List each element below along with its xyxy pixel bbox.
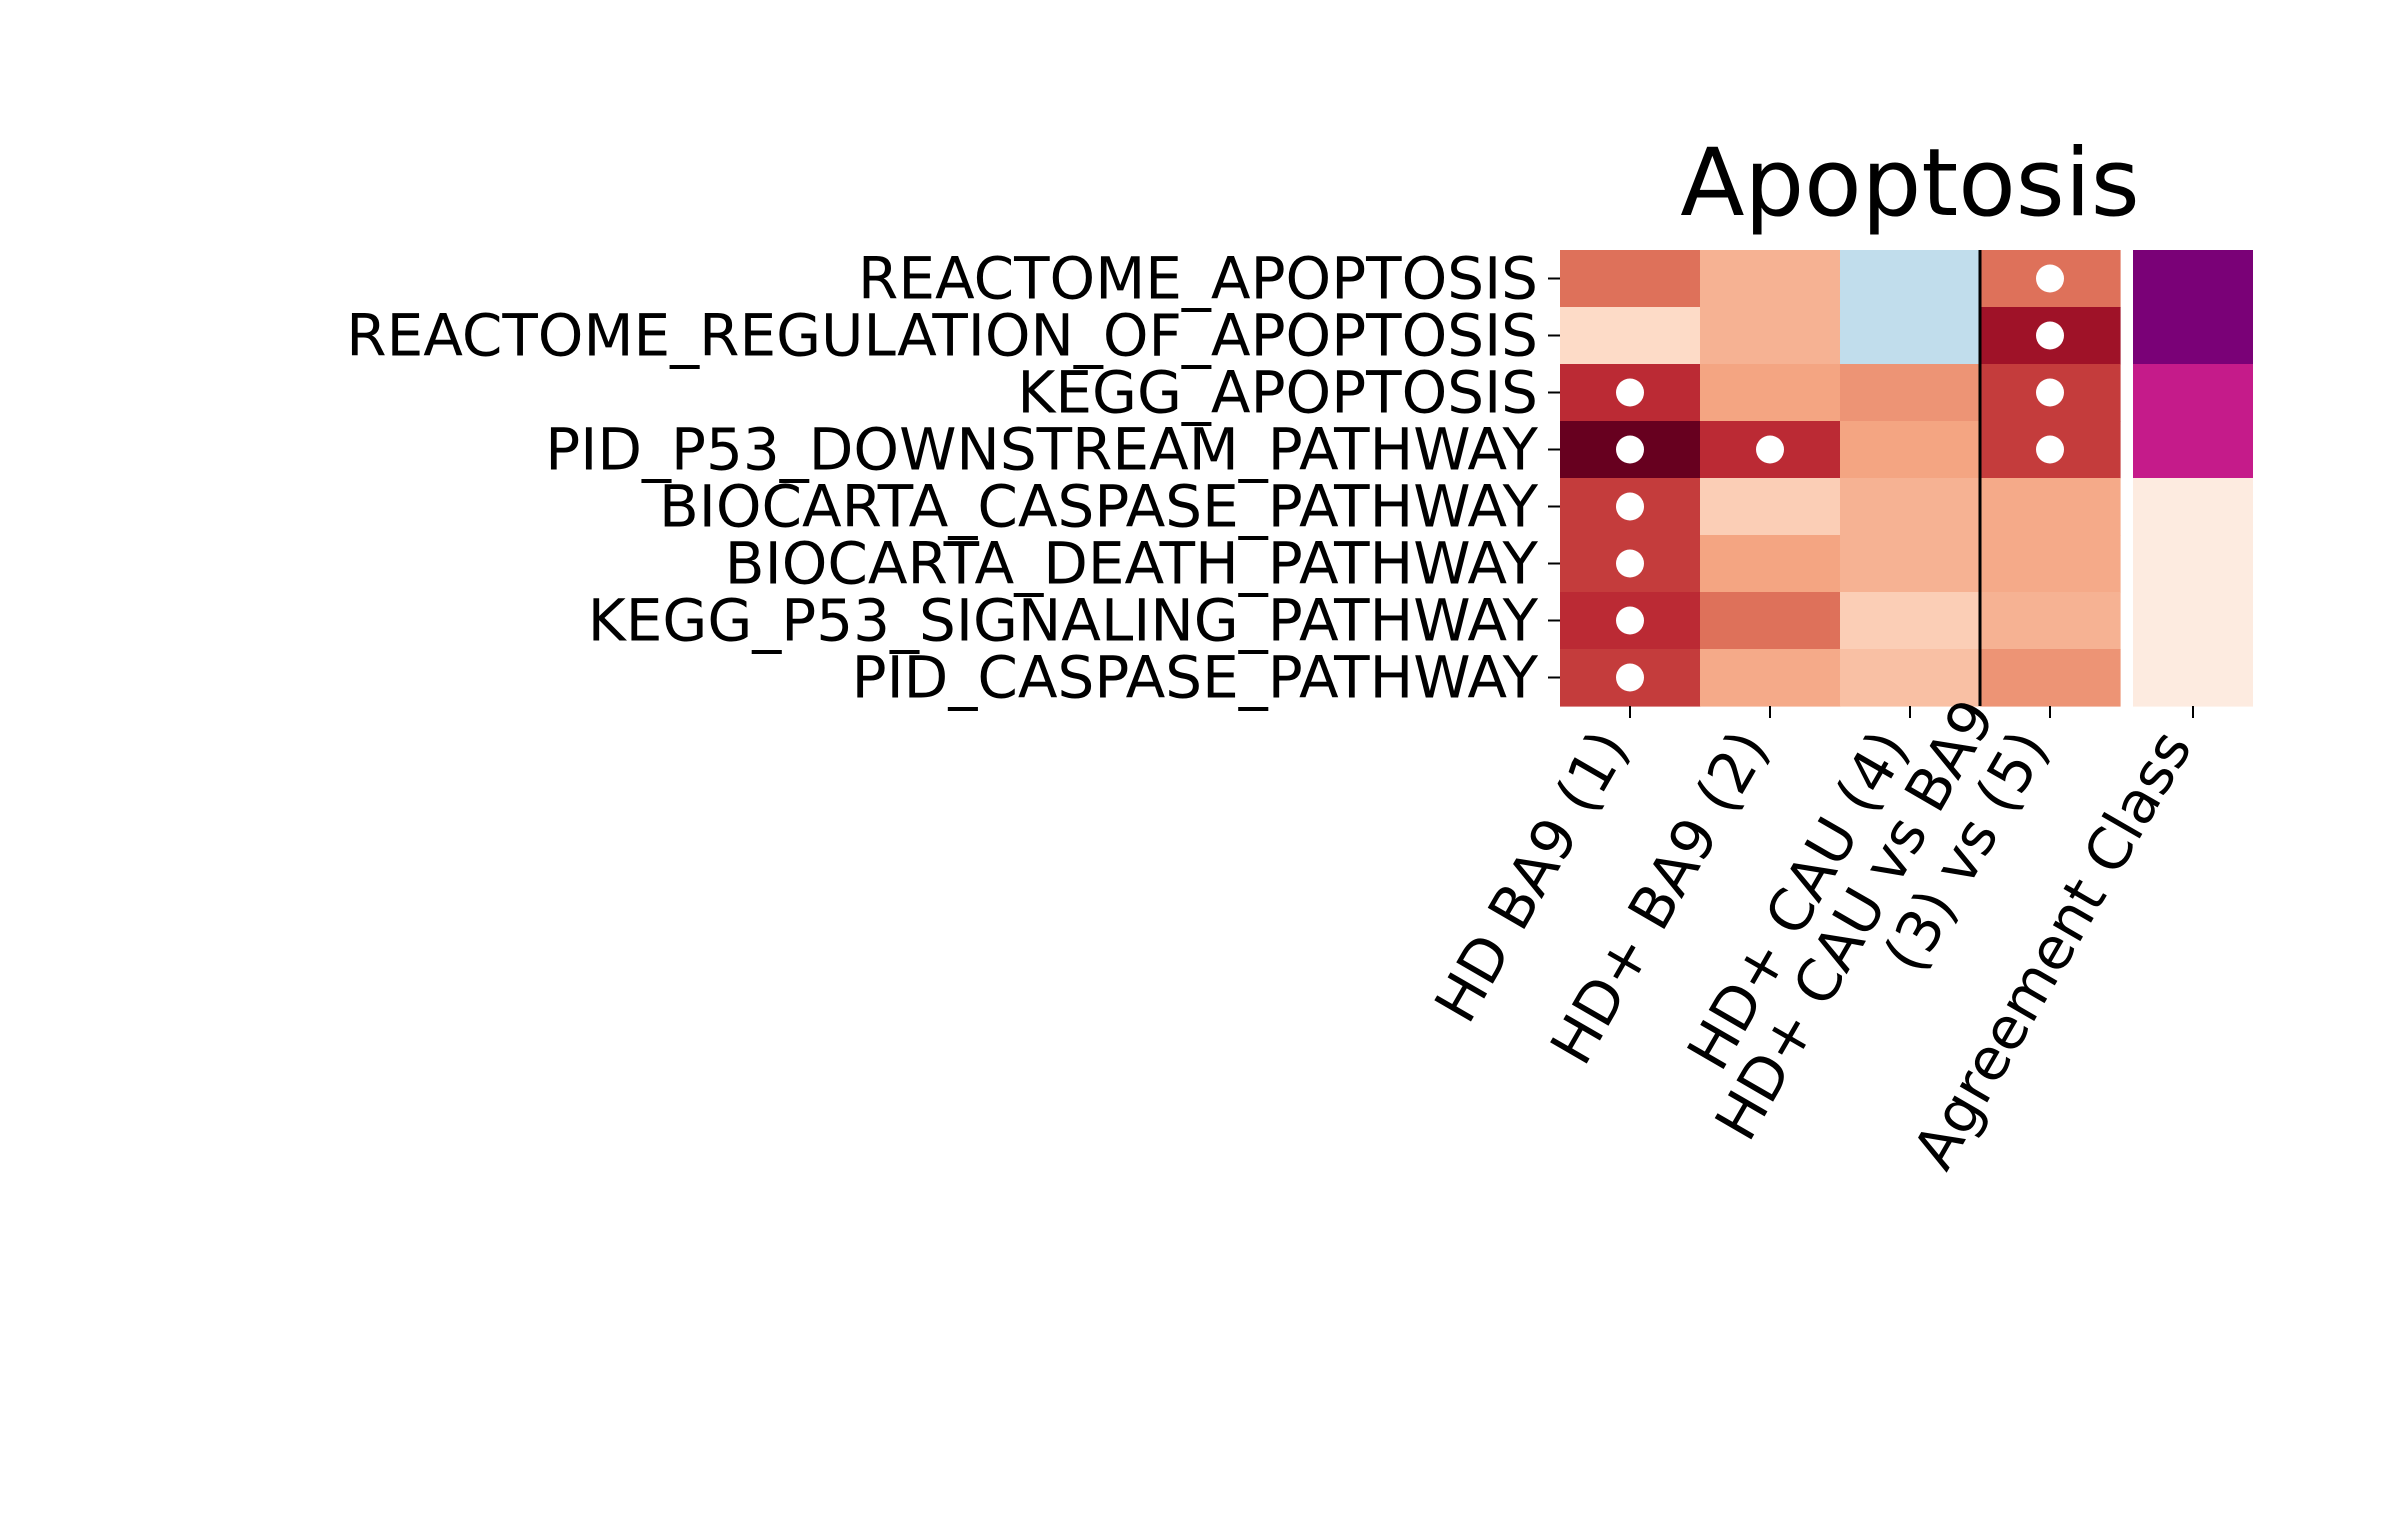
significance-marker — [2036, 264, 2064, 293]
y-tick-label: REACTOME_REGULATION_OF_APOPTOSIS — [346, 302, 1538, 370]
heatmap-cell — [1840, 307, 1981, 365]
heatmap-cell — [1560, 250, 1701, 308]
significance-marker — [1616, 492, 1644, 521]
heatmap-cell — [1840, 592, 1981, 650]
heatmap-cell — [1980, 592, 2121, 650]
agreement-class-cell — [2133, 649, 2253, 707]
heatmap-cell — [1700, 649, 1841, 707]
heatmap-cell — [1560, 307, 1701, 365]
y-tick-label: REACTOME_APOPTOSIS — [858, 245, 1538, 313]
heatmap-cell — [1840, 535, 1981, 593]
y-tick-label: BIOCARTA_CASPASE_PATHWAY — [659, 473, 1539, 541]
agreement-class-column — [2133, 250, 2253, 707]
heatmap-cell — [1840, 421, 1981, 479]
y-tick-label: BIOCARTA_DEATH_PATHWAY — [725, 530, 1539, 598]
agreement-class-cell — [2133, 478, 2253, 536]
heatmap-cell — [1700, 535, 1841, 593]
significance-markers — [1616, 264, 2064, 692]
y-tick-label: PID_P53_DOWNSTREAM_PATHWAY — [545, 416, 1538, 484]
heatmap-cell — [1980, 649, 2121, 707]
significance-marker — [2036, 378, 2064, 407]
y-tick-label: KEGG_APOPTOSIS — [1017, 359, 1538, 427]
heatmap-cells — [1560, 250, 2121, 707]
agreement-class-cell — [2133, 535, 2253, 593]
significance-marker — [1756, 435, 1784, 464]
significance-marker — [1616, 549, 1644, 578]
heatmap-cell — [1840, 649, 1981, 707]
agreement-class-cell — [2133, 421, 2253, 479]
x-axis: HD BA9 (1)HD+ BA9 (2)HD+ CAU (4)HD+ CAU … — [1421, 688, 2205, 1180]
heatmap-cell — [1700, 592, 1841, 650]
heatmap-cell — [1700, 478, 1841, 536]
heatmap-cell — [1980, 478, 2121, 536]
significance-marker — [1616, 663, 1644, 692]
y-tick-label: PID_CASPASE_PATHWAY — [852, 644, 1539, 712]
heatmap-cell — [1700, 250, 1841, 308]
heatmap-cell — [1700, 307, 1841, 365]
significance-marker — [1616, 378, 1644, 407]
y-tick-label: KEGG_P53_SIGNALING_PATHWAY — [588, 587, 1539, 655]
significance-marker — [1616, 606, 1644, 635]
heatmap-cell — [1840, 478, 1981, 536]
y-axis: REACTOME_APOPTOSISREACTOME_REGULATION_OF… — [346, 245, 1560, 712]
significance-marker — [2036, 321, 2064, 350]
significance-marker — [2036, 435, 2064, 464]
significance-marker — [1616, 435, 1644, 464]
agreement-class-cell — [2133, 592, 2253, 650]
heatmap-cell — [1840, 364, 1981, 422]
heatmap-cell — [1980, 535, 2121, 593]
chart-title: Apoptosis — [1680, 129, 2140, 238]
heatmap-cell — [1840, 250, 1981, 308]
agreement-class-cell — [2133, 364, 2253, 422]
heatmap-cell — [1700, 364, 1841, 422]
agreement-class-cell — [2133, 250, 2253, 308]
agreement-class-cell — [2133, 307, 2253, 365]
